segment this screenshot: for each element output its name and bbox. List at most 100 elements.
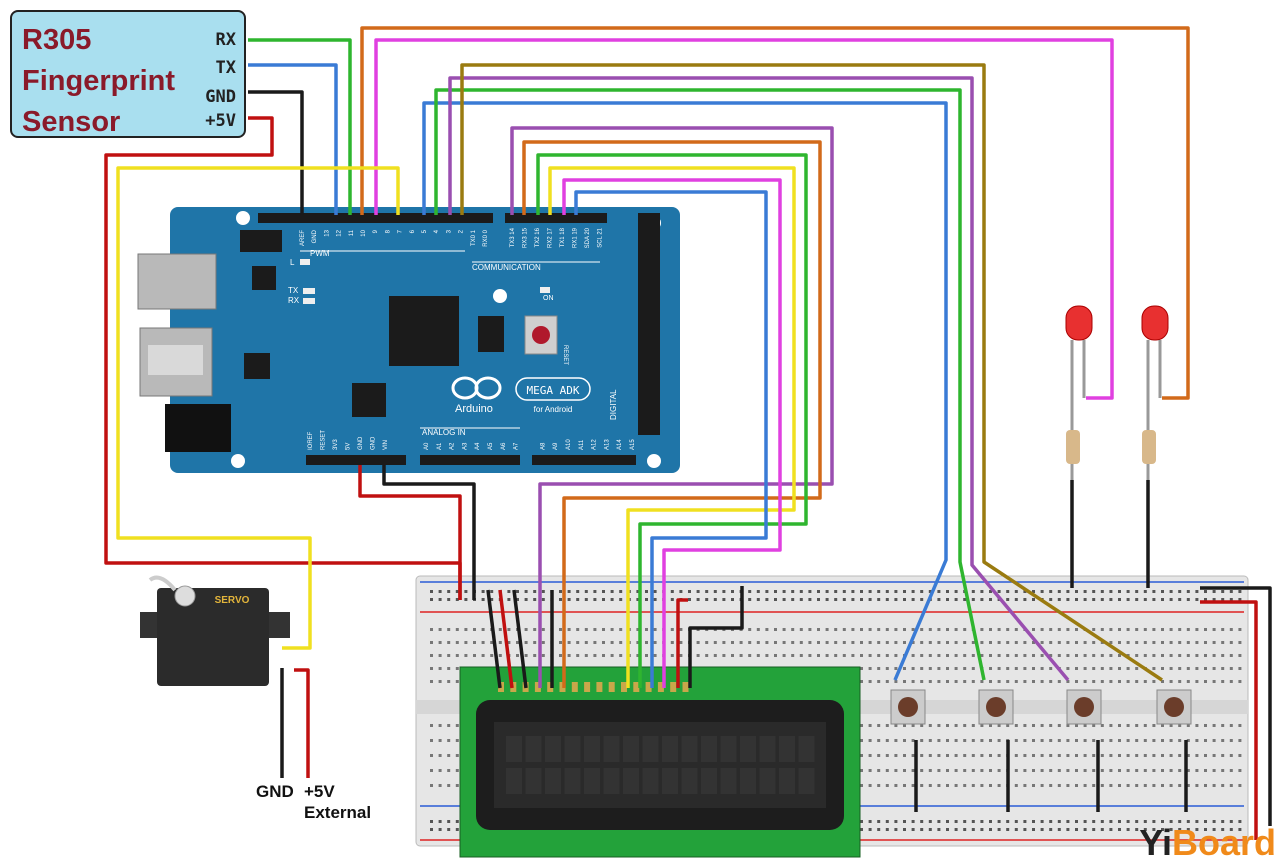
lcd-cell: [603, 736, 620, 762]
wire-lcd-d6: [522, 140, 822, 688]
wire-servo-signal: [116, 166, 400, 650]
comm-pin-label: TX3 14: [510, 227, 516, 247]
comm-pin-label: SDA 20: [585, 227, 591, 248]
lcd-pin: [657, 682, 664, 692]
lcd-cell: [720, 768, 737, 794]
wire-lcd-d5: [536, 153, 808, 688]
lcd-pin: [645, 682, 652, 692]
board-model: MEGA ADK: [527, 384, 580, 397]
board-pin-label: 6: [410, 229, 416, 233]
lcd-cells: [506, 736, 815, 794]
lcd-cell: [779, 736, 795, 762]
lcd-pin: [571, 682, 578, 692]
lcd-cell: [525, 768, 542, 794]
servo-5v-label: +5V: [304, 782, 335, 801]
analog-pin-label: A9: [553, 442, 559, 450]
power-pin-label: IOREF: [308, 431, 314, 450]
analog-pin-label: A3: [462, 442, 468, 450]
comm-pin-label: TX2 16: [535, 227, 541, 247]
lcd-pin: [633, 682, 640, 692]
lcd-16x2: [459, 666, 861, 858]
wire-lcd-d7: [510, 126, 834, 688]
led-1: [1065, 305, 1093, 400]
power-header: [306, 455, 406, 465]
power-pin-label: VIN: [383, 440, 389, 450]
analog-pin-label: A7: [514, 442, 520, 450]
communication-label: COMMUNICATION: [472, 263, 541, 272]
sensor-pin-rx: RX: [215, 30, 236, 50]
board-pin-label: 9: [373, 229, 379, 233]
servo-motor: SERVO: [140, 575, 290, 686]
board-pin-label: 3: [446, 229, 452, 233]
lcd-cell: [525, 736, 542, 762]
watermark-board: Board: [1171, 822, 1276, 863]
digital-label: DIGITAL: [609, 389, 618, 420]
pwm-label: PWM: [310, 249, 330, 258]
lcd-cell: [584, 768, 600, 794]
analog-pin-label: A11: [579, 439, 585, 450]
wire-lcd-d4: [548, 166, 796, 688]
power-pin-label: 3V3: [333, 439, 339, 450]
analog-pin-label: A8: [540, 442, 546, 450]
board-pin-label: 7: [398, 229, 404, 233]
wire-rail-gnd: [1200, 586, 1272, 826]
lcd-cell: [662, 736, 678, 762]
lcd-cell: [798, 736, 815, 762]
lcd-cell: [701, 768, 717, 794]
wires: [104, 26, 1272, 840]
mcu-chip: [389, 296, 459, 366]
lcd-cell: [564, 736, 581, 762]
servo-external-label: External: [304, 803, 372, 822]
lcd-pin: [670, 682, 677, 692]
lcd-pin: [547, 682, 554, 692]
resistor-1: [1066, 400, 1080, 480]
board-pin-label: 13: [324, 229, 330, 236]
wire-sensor-gnd: [248, 90, 304, 215]
analog-pin-label: A5: [488, 442, 494, 450]
wire-led1: [374, 38, 1114, 400]
board-pin-label: 5: [422, 229, 428, 233]
lcd-pin: [596, 682, 603, 692]
lcd-cell: [740, 736, 756, 762]
analog-header-1: [420, 455, 520, 465]
analog-label: ANALOG IN: [422, 428, 466, 437]
comm-pin-label: SCL 21: [598, 227, 604, 247]
wire-rail-vcc: [1200, 600, 1258, 840]
board-pin-label: AREF: [300, 230, 306, 246]
power-pin-label: 5V: [346, 443, 352, 450]
lcd-cell: [798, 768, 815, 794]
sensor-pin-tx: TX: [215, 58, 236, 78]
board-subtitle: for Android: [534, 405, 573, 414]
board-pin-label: 8: [385, 229, 391, 233]
comm-pin-label: RX1 19: [573, 227, 579, 248]
wire-sensor-rx: [248, 38, 352, 215]
lcd-cell: [564, 768, 581, 794]
digital-header: [258, 213, 493, 223]
power-pin-label: GND: [371, 436, 377, 450]
wire-servo-vcc: [294, 668, 310, 778]
wire-lcd-vo: [512, 589, 528, 689]
lcd-cell: [623, 768, 639, 794]
fingerprint-sensor: R305 Fingerprint Sensor RX TX GND +5V: [10, 10, 246, 138]
analog-pin-label: A15: [630, 439, 636, 450]
lcd-cell: [506, 768, 522, 794]
pushbuttons: [890, 689, 1192, 725]
board-pin-label: RX0 0: [483, 229, 489, 246]
wire-lcd-rs: [574, 190, 768, 688]
lcd-cell: [779, 768, 795, 794]
lcd-pin: [584, 682, 591, 692]
analog-pin-label: A1: [437, 442, 443, 450]
board-pin-label: GND: [312, 229, 318, 243]
analog-pin-label: A13: [604, 439, 610, 450]
lcd-cell: [681, 736, 698, 762]
lcd-cell: [623, 736, 639, 762]
pushbutton: [890, 689, 926, 725]
lcd-cell: [759, 768, 776, 794]
wire-btn3: [448, 76, 1070, 682]
sensor-pin-5v: +5V: [205, 111, 236, 131]
resistor-2: [1142, 400, 1156, 480]
comm-pin-label: RX2 17: [548, 227, 554, 248]
sensor-pin-gnd: GND: [205, 87, 236, 107]
lcd-cell: [720, 736, 737, 762]
